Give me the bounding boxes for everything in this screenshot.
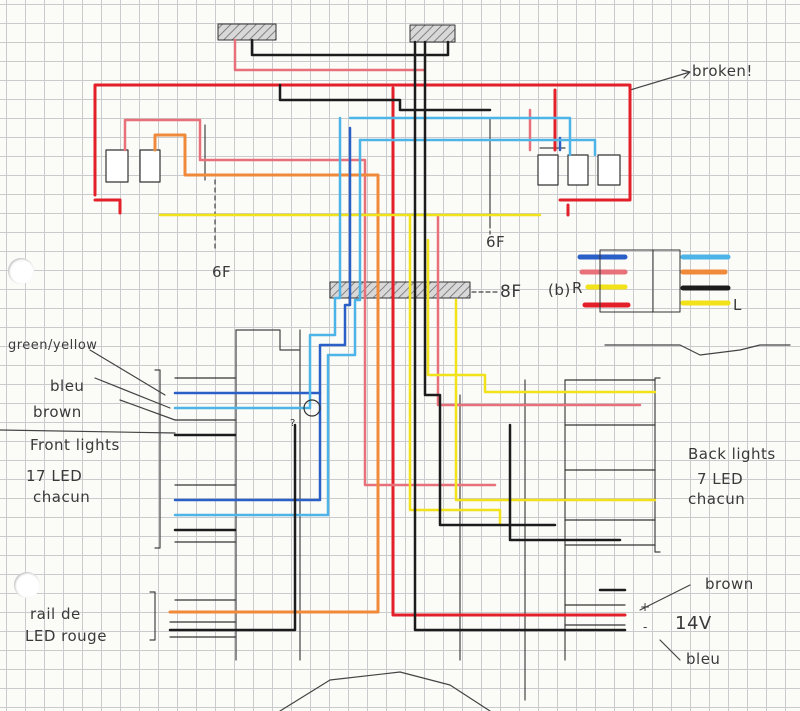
connector-left: [217, 23, 277, 41]
question-mark: ?: [290, 418, 296, 429]
orange-wires: [153, 133, 380, 614]
connector-right: [409, 24, 456, 43]
power-bleu-label: bleu: [686, 650, 721, 668]
stub-lines: [169, 377, 656, 638]
pink-wires: [123, 38, 642, 487]
legend-b-label: (b): [548, 281, 571, 299]
back-each-label: chacun: [688, 490, 746, 508]
power-voltage-label: 14V: [675, 613, 712, 634]
connector-8f-label: 8F: [500, 282, 522, 302]
binder-hole-bottom: [14, 572, 40, 598]
brown-label: brown: [33, 403, 82, 421]
rail-line1-label: rail de: [30, 605, 81, 623]
front-count-label: 17 LED: [26, 467, 83, 485]
minus-sign: -: [643, 620, 648, 634]
legend-r-label: R: [572, 279, 583, 297]
blue-wires: [173, 126, 562, 502]
binder-hole-top: [8, 258, 34, 284]
color-legend: [577, 254, 731, 308]
legend-grid: [599, 249, 681, 313]
pencil-frames: [0, 69, 791, 711]
bleu-label: bleu: [50, 377, 85, 395]
back-lights-label: Back lights: [688, 445, 776, 463]
power-brown-label: brown: [705, 575, 754, 593]
fuse-left-label: 6F: [212, 263, 232, 281]
broken-label: broken!: [692, 62, 753, 80]
front-each-label: chacun: [33, 488, 91, 506]
plus-sign: +: [640, 600, 651, 614]
front-lights-label: Front lights: [30, 436, 120, 454]
junction-circle: [303, 399, 321, 417]
rail-line2-label: LED rouge: [25, 627, 107, 645]
legend-l-label: L: [733, 296, 742, 314]
green-yellow-label: green/yellow: [8, 338, 98, 353]
yellow-wires: [158, 213, 657, 527]
switches: [105, 149, 621, 186]
fuse-right-label: 6F: [486, 233, 506, 251]
back-count-label: 7 LED: [697, 470, 744, 488]
black-wires: [168, 38, 627, 632]
lightblue-wires: [173, 116, 597, 517]
